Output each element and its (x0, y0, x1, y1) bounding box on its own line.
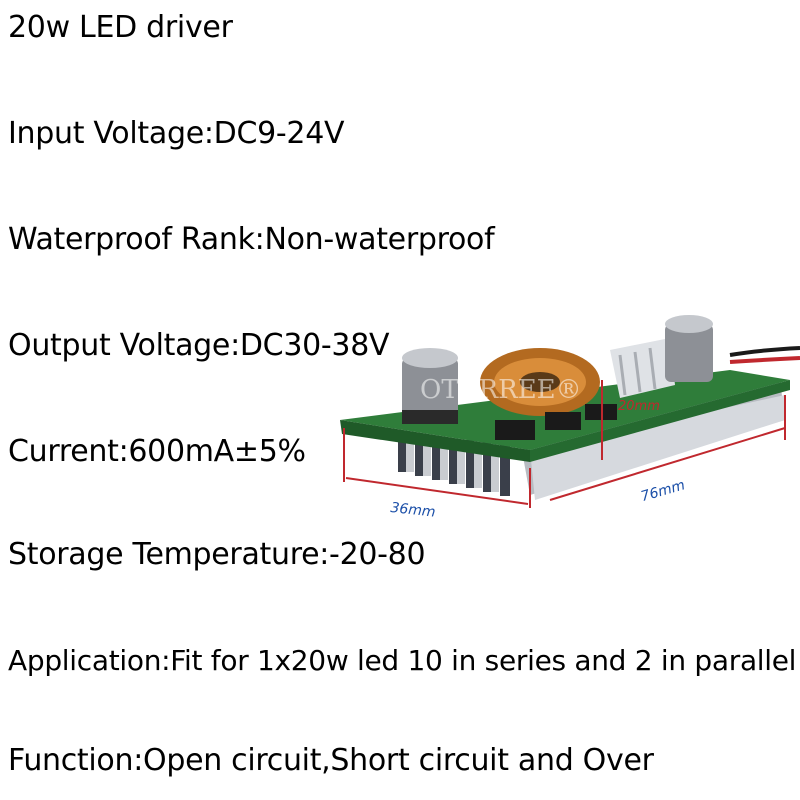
spec-storage-temperature: Storage Temperature:-20-80 (8, 537, 426, 572)
spec-application: Application:Fit for 1x20w led 10 in seri… (8, 644, 797, 677)
mosfet-chips (495, 404, 617, 440)
dimension-height-label: 20mm (618, 399, 660, 414)
spec-current: Current:600mA±5% (8, 434, 306, 469)
spec-function: Function:Open circuit,Short circuit and … (8, 743, 654, 778)
watermark: OTCRREE® (420, 375, 582, 405)
dimension-length-label: 76mm (639, 477, 687, 505)
spec-waterproof-rank: Waterproof Rank:Non-waterproof (8, 222, 495, 257)
dimension-lines (343, 380, 786, 508)
led-driver-product-photo: OTCRREE® 20mm 36mm 76mm (340, 315, 800, 521)
product-title: 20w LED driver (8, 10, 233, 45)
spec-input-voltage: Input Voltage:DC9-24V (8, 116, 345, 151)
toroid-inductor (480, 348, 600, 416)
electrolytic-capacitor-left (402, 348, 458, 424)
output-wires (729, 346, 800, 364)
spec-output-voltage: Output Voltage:DC30-38V (8, 328, 390, 363)
dimension-width-label: 36mm (390, 500, 437, 521)
small-heatsink (610, 338, 675, 398)
electrolytic-capacitor-right (665, 315, 713, 382)
